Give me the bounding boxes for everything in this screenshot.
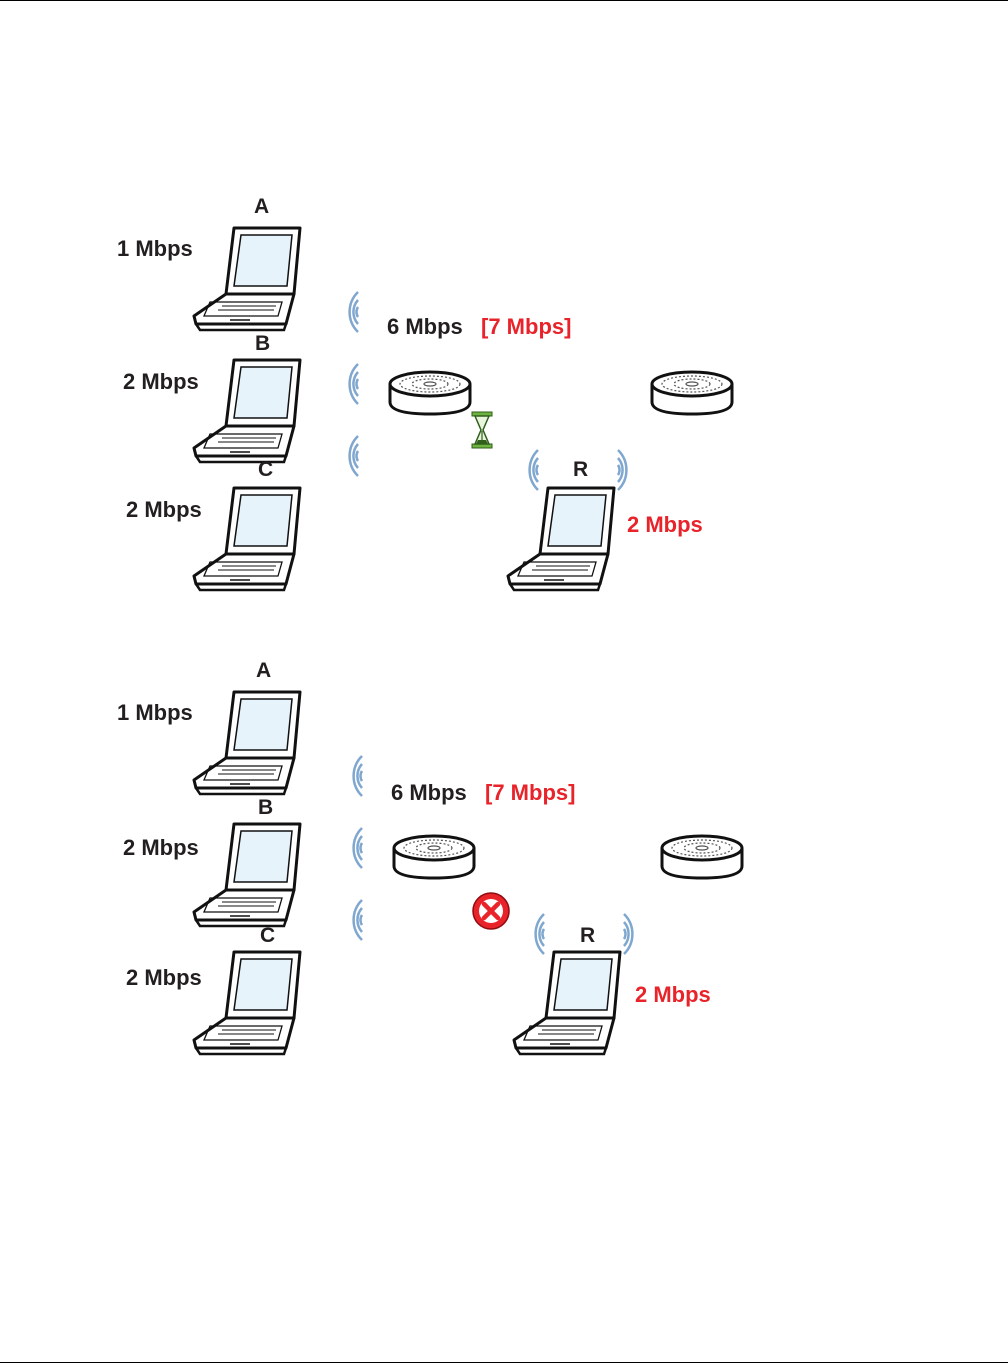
top-rule: [0, 0, 1008, 1]
panel-2-inner: A 1 Mbps B 2 Mbps C 2 Mbps 6 Mbps [7 Mbp…: [0, 640, 1008, 1080]
client-a-rate: 1 Mbps: [117, 238, 193, 260]
wireless-signal-icon: [624, 914, 632, 954]
diagram-panel-2: A 1 Mbps B 2 Mbps C 2 Mbps 6 Mbps [7 Mbp…: [0, 640, 1008, 1080]
client-c-letter: C: [260, 925, 275, 946]
wireless-signal-icon: [354, 828, 362, 868]
client-c-rate: 2 Mbps: [126, 967, 202, 989]
client-b-rate: 2 Mbps: [123, 837, 199, 859]
ap-rate-bracket: [7 Mbps]: [481, 316, 571, 338]
roaming-client-rate: 2 Mbps: [635, 984, 711, 1006]
laptop-a-icon: [194, 228, 300, 330]
wireless-signal-icon: [354, 756, 362, 796]
access-point-1-icon: [390, 372, 470, 414]
laptop-a-icon: [194, 692, 300, 794]
roaming-client-rate: 2 Mbps: [627, 514, 703, 536]
laptop-b-icon: [194, 824, 300, 926]
client-a-letter: A: [254, 196, 269, 217]
laptop-c-icon: [194, 488, 300, 590]
client-c-letter: C: [258, 459, 273, 480]
roaming-client-letter: R: [573, 459, 588, 480]
client-a-letter: A: [256, 660, 271, 681]
client-b-letter: B: [255, 333, 270, 354]
wireless-signal-icon: [350, 364, 358, 404]
access-point-2-icon: [662, 836, 742, 878]
blocked-icon: [473, 893, 509, 929]
diagram-panel-1: A 1 Mbps B 2 Mbps C 2 Mbps 6 Mbps [7 Mbp…: [0, 160, 1008, 580]
laptop-r-icon: [514, 952, 620, 1054]
client-a-rate: 1 Mbps: [117, 702, 193, 724]
wireless-signal-icon: [618, 450, 626, 490]
wireless-signal-icon: [350, 436, 358, 476]
wireless-signal-icon: [530, 450, 538, 490]
access-point-2-icon: [652, 372, 732, 414]
access-point-1-icon: [394, 836, 474, 878]
roaming-client-letter: R: [580, 925, 595, 946]
ap-rate: 6 Mbps: [391, 782, 467, 804]
wireless-signal-icon: [536, 914, 544, 954]
laptop-c-icon: [194, 952, 300, 1054]
laptop-r-icon: [508, 488, 614, 590]
wireless-signal-icon: [354, 900, 362, 940]
client-b-rate: 2 Mbps: [123, 371, 199, 393]
ap-rate: 6 Mbps: [387, 316, 463, 338]
laptop-b-icon: [194, 360, 300, 462]
bottom-rule: [0, 1362, 1008, 1363]
client-b-letter: B: [258, 797, 273, 818]
wireless-signal-icon: [350, 292, 358, 332]
ap-rate-bracket: [7 Mbps]: [485, 782, 575, 804]
hourglass-icon: [472, 412, 492, 448]
client-c-rate: 2 Mbps: [126, 499, 202, 521]
